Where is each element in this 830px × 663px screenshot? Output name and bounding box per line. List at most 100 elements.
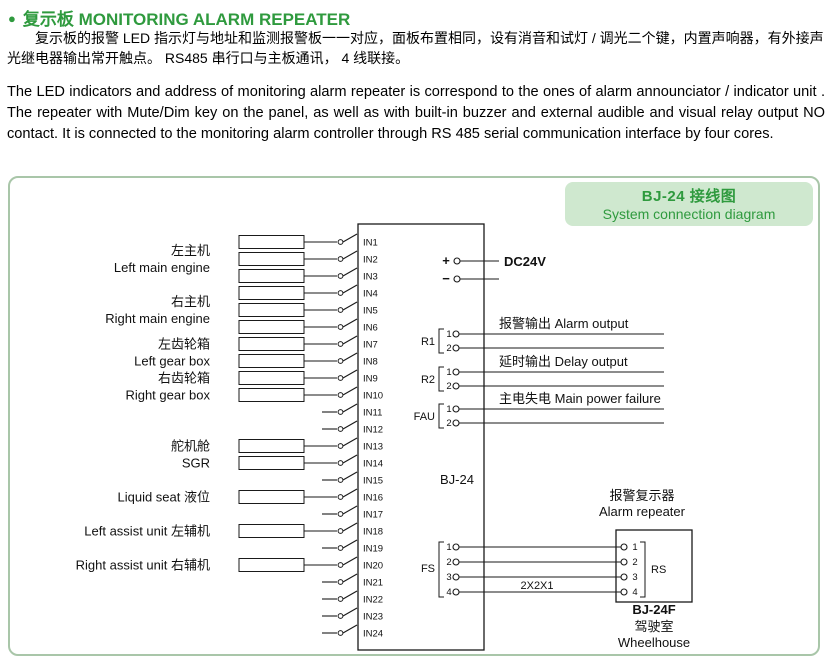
- relay-bracket: [438, 366, 444, 392]
- main-unit-label: BJ-24: [440, 472, 474, 487]
- page-title-text: 复示板 MONITORING ALARM REPEATER: [22, 10, 351, 29]
- contact-lever: [342, 539, 358, 549]
- sensor-group-label: Right assist unit 右辅机: [76, 558, 210, 573]
- contact-lever: [342, 250, 358, 260]
- bullet-icon: ●: [8, 11, 16, 26]
- terminal-number: 2: [632, 557, 637, 568]
- relay-bracket: [438, 328, 444, 354]
- contact-pivot: [337, 630, 344, 636]
- contact-lever: [342, 420, 358, 430]
- input-label: IN21: [363, 578, 383, 589]
- contact-lever: [342, 335, 358, 345]
- terminal-number: 1: [446, 367, 451, 378]
- contact-pivot: [337, 426, 344, 432]
- power-terminal-minus: [453, 275, 461, 283]
- contact-pivot: [337, 545, 344, 551]
- input-label: IN7: [363, 340, 378, 351]
- input-label: IN5: [363, 306, 378, 317]
- input-label: IN15: [363, 476, 383, 487]
- input-label: IN4: [363, 289, 378, 300]
- terminal-circle: [452, 405, 460, 413]
- input-label: IN23: [363, 612, 383, 623]
- terminal-number: 4: [446, 587, 451, 598]
- contact-lever: [342, 267, 358, 277]
- contact-pivot: [337, 443, 344, 449]
- contact-lever: [342, 522, 358, 532]
- rs-bracket: [640, 541, 646, 598]
- contact-pivot: [337, 307, 344, 313]
- input-label: IN22: [363, 595, 383, 606]
- contact-pivot: [337, 273, 344, 279]
- fs-terminal: [452, 558, 460, 566]
- sensor-group-label-en: Left gear box: [134, 354, 210, 369]
- terminal-number: 3: [632, 572, 637, 583]
- fs-terminal: [452, 543, 460, 551]
- contact-pivot: [337, 256, 344, 262]
- contact-lever: [342, 284, 358, 294]
- repeater-model: BJ-24F: [632, 602, 675, 617]
- sensor-box: [238, 286, 305, 300]
- terminal-number: 2: [446, 418, 451, 429]
- sensor-box: [238, 354, 305, 368]
- terminal-number: 1: [632, 542, 637, 553]
- contact-pivot: [337, 579, 344, 585]
- input-label: IN14: [363, 459, 383, 470]
- rs-terminal: [620, 588, 628, 596]
- terminal-number: 2: [446, 343, 451, 354]
- diagram-badge: BJ-24 接线图 System connection diagram: [565, 182, 813, 226]
- sensor-box: [238, 388, 305, 402]
- input-label: IN8: [363, 357, 378, 368]
- minus-sign: −: [442, 271, 450, 286]
- sensor-group-label-cn: 右主机: [171, 294, 210, 309]
- sensor-box: [238, 439, 305, 453]
- sensor-group-label: Liquid seat 液位: [118, 490, 211, 505]
- contact-pivot: [337, 477, 344, 483]
- rs-terminal: [620, 558, 628, 566]
- contact-lever: [342, 471, 358, 481]
- paragraph-chinese: 复示板的报警 LED 指示灯与地址和监测报警板一一对应，面板布置相同，设有消音和…: [7, 30, 824, 66]
- badge-title: BJ-24 接线图: [641, 188, 737, 205]
- fs-label: FS: [421, 563, 435, 575]
- sensor-group-label-cn: 右齿轮箱: [158, 371, 210, 386]
- sensor-box: [238, 303, 305, 317]
- contact-lever: [342, 386, 358, 396]
- fs-terminal: [452, 573, 460, 581]
- sensor-box: [238, 252, 305, 266]
- contact-pivot: [337, 324, 344, 330]
- sensor-box: [238, 558, 305, 572]
- contact-lever: [342, 318, 358, 328]
- sensor-group-label-en: SGR: [182, 456, 210, 471]
- contact-pivot: [337, 392, 344, 398]
- wheelhouse-label-cn: 驾驶室: [634, 619, 673, 634]
- contact-lever: [342, 301, 358, 311]
- sensor-group-label-cn: 左主机: [171, 243, 210, 258]
- contact-lever: [342, 369, 358, 379]
- power-label: DC24V: [504, 254, 546, 269]
- page-title: ● 复示板 MONITORING ALARM REPEATER: [8, 5, 350, 30]
- contact-pivot: [337, 613, 344, 619]
- input-label: IN24: [363, 629, 383, 640]
- contact-lever: [342, 454, 358, 464]
- sensor-box: [238, 490, 305, 504]
- input-label: IN3: [363, 272, 378, 283]
- contact-pivot: [337, 239, 344, 245]
- terminal-number: 1: [446, 542, 451, 553]
- plus-sign: +: [442, 253, 450, 268]
- terminal-number: 1: [446, 329, 451, 340]
- repeater-box: [615, 529, 693, 603]
- input-label: IN11: [363, 408, 382, 419]
- contact-lever: [342, 607, 358, 617]
- terminal-number: 2: [446, 557, 451, 568]
- sensor-box: [238, 235, 305, 249]
- wiring-diagram: BJ-24IN1IN2IN3IN4IN5IN6IN7IN8IN9IN10IN11…: [76, 223, 693, 651]
- contact-lever: [342, 352, 358, 362]
- input-label: IN2: [363, 255, 378, 266]
- contact-lever: [342, 233, 358, 243]
- cable-label: 2X2X1: [520, 580, 553, 592]
- repeater-title-en: Alarm repeater: [599, 504, 686, 519]
- input-label: IN10: [363, 391, 383, 402]
- contact-lever: [342, 437, 358, 447]
- repeater-title-cn: 报警复示器: [609, 488, 674, 503]
